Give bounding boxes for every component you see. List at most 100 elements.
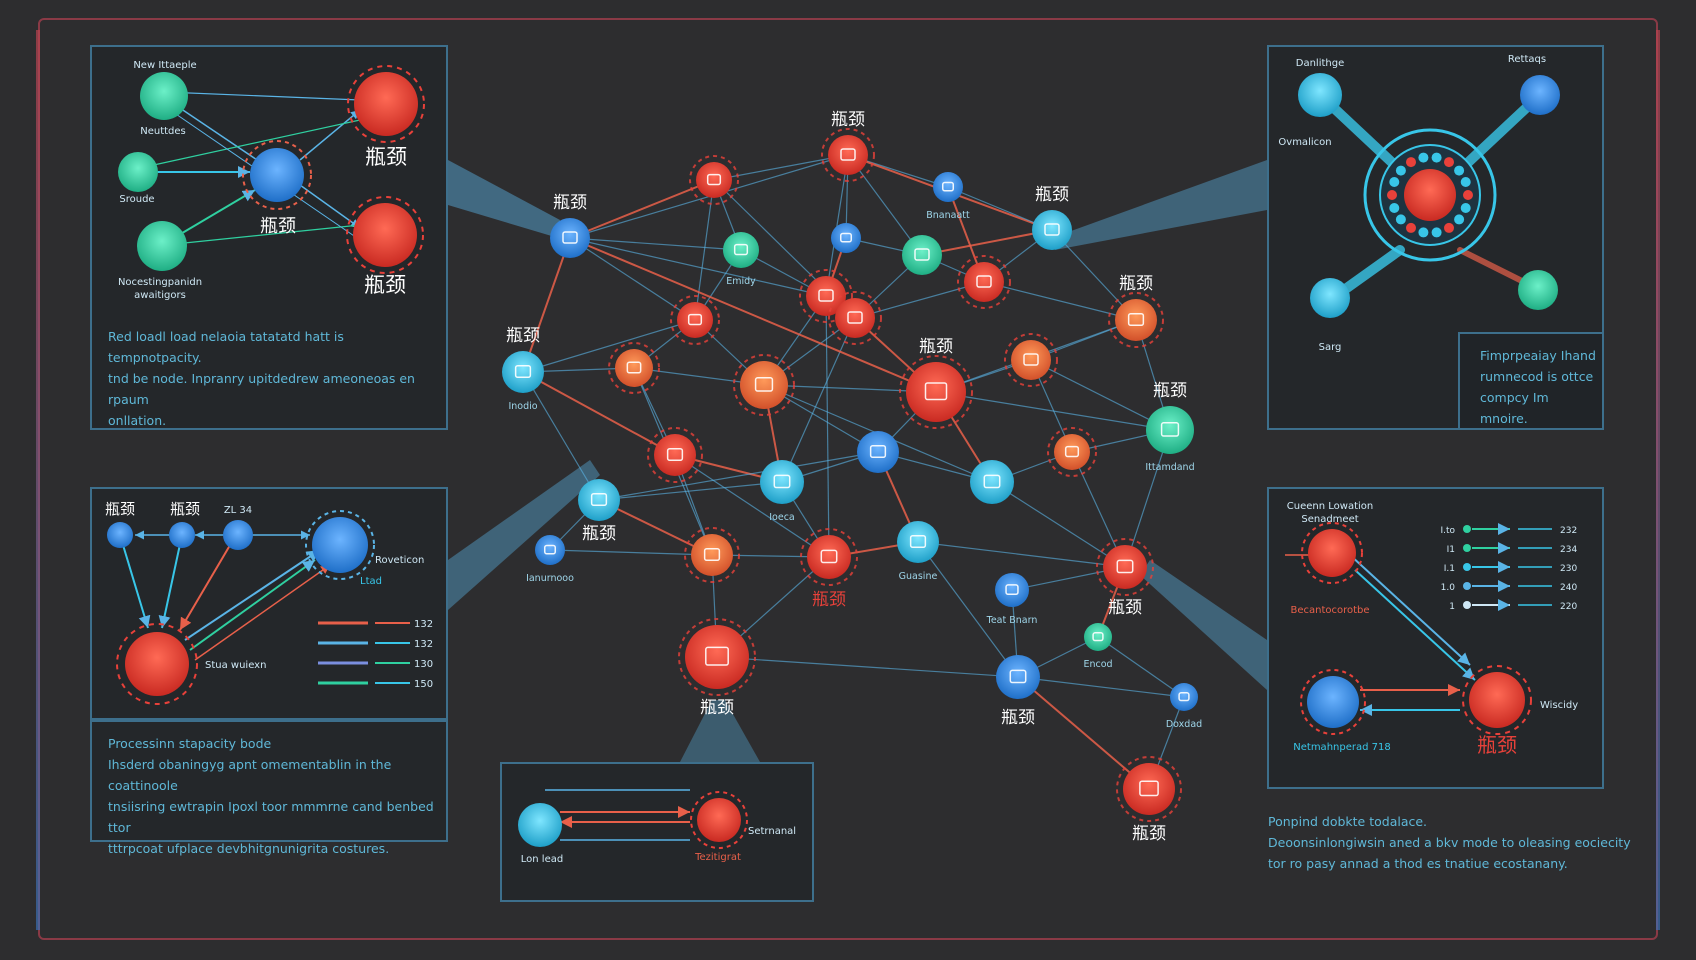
- node-label: Guasine: [899, 571, 938, 582]
- network-node-icon: [897, 521, 939, 563]
- caption-line: rumnecod is ottce: [1480, 369, 1594, 384]
- legend-dot: [1463, 601, 1471, 609]
- node-label: Setrnanal: [748, 826, 796, 837]
- network-node-icon: [996, 655, 1040, 699]
- node-halo: [608, 342, 660, 394]
- node-label: Ioeca: [769, 512, 795, 523]
- hub-dot: [1395, 214, 1406, 225]
- network-node-icon: [502, 351, 544, 393]
- network-edge: [716, 656, 1019, 681]
- bottleneck-label: 瓶颈: [831, 110, 865, 130]
- node-halo: [821, 128, 875, 182]
- legend-key: I1: [1447, 545, 1455, 555]
- network-edge: [1123, 429, 1171, 568]
- top-left-mini-graph: New Ittaeple Neuttdes Sroude Nocestingpa…: [118, 60, 425, 301]
- network-node-icon: [970, 460, 1014, 504]
- network-node-icon: [654, 434, 696, 476]
- caption-mid-left: Processinn stapacity bode Ihsderd obanin…: [108, 733, 443, 859]
- network-edge: [569, 237, 696, 321]
- node-glyph-icon: [840, 232, 852, 243]
- network-edge: [921, 229, 1053, 259]
- bottleneck-label: 瓶颈: [260, 216, 296, 237]
- node-label: Netmahnperad 718: [1293, 742, 1390, 753]
- node-label: Rettaqs: [1508, 54, 1546, 65]
- node-glyph-icon: [818, 289, 834, 302]
- network-node-icon: [615, 349, 653, 387]
- node-glyph-icon: [626, 361, 642, 374]
- network-node-icon: [835, 298, 875, 338]
- hub-dot: [1418, 227, 1429, 238]
- node-glyph-icon: [687, 313, 703, 326]
- network-node-icon: [535, 535, 565, 565]
- node-label: New Ittaeple: [133, 60, 196, 71]
- node-label: awaitigors: [134, 290, 186, 301]
- bottleneck-label: 瓶颈: [812, 590, 846, 610]
- network-node-icon: [740, 361, 788, 409]
- hub-dot: [1460, 177, 1471, 188]
- node-glyph-icon: [869, 444, 887, 459]
- hub-dot: [1454, 214, 1465, 225]
- node-glyph-icon: [773, 474, 791, 489]
- node-label: Ittamdand: [1145, 462, 1194, 473]
- node-glyph-icon: [840, 148, 856, 161]
- node-label: Tezitigrat: [694, 852, 741, 863]
- hub-dot: [1431, 152, 1442, 163]
- network-edge: [991, 481, 1126, 568]
- node-glyph-icon: [1044, 223, 1060, 236]
- node-label: Danlithge: [1296, 58, 1344, 69]
- node-halo: [684, 527, 740, 583]
- network-edge: [569, 237, 937, 393]
- spotlight-beam: [448, 460, 600, 610]
- network-edge: [522, 319, 696, 374]
- network-edge: [598, 479, 783, 501]
- node-halo: [647, 427, 703, 483]
- bottleneck-label: 瓶颈: [1035, 185, 1069, 205]
- legend-dot: [1463, 544, 1471, 552]
- mid-left-mini-graph: 瓶颈 瓶颈 ZL 34 Roveticon Ltad Stua wuiexn 1…: [105, 500, 433, 705]
- hub-dot: [1389, 177, 1400, 188]
- network-node-icon: [857, 431, 899, 473]
- node-label: Sroude: [119, 194, 154, 205]
- user-node-icon: [1310, 278, 1350, 318]
- network-node-icon: [933, 172, 963, 202]
- node-halo: [828, 291, 882, 345]
- node-halo: [800, 528, 858, 586]
- bottleneck-label: 瓶颈: [919, 337, 953, 357]
- node-glyph-icon: [942, 181, 954, 192]
- legend-value: 130: [414, 659, 433, 670]
- network-node-icon: [760, 460, 804, 504]
- network-node-icon: [550, 218, 590, 258]
- network-edge: [1030, 359, 1171, 431]
- caption-line: Deoonsinlongiwsin aned a bkv mode to ole…: [1268, 835, 1631, 850]
- node-glyph-icon: [1009, 669, 1027, 684]
- node-glyph-icon: [1160, 422, 1180, 437]
- node-glyph-icon: [820, 549, 838, 564]
- network-edge: [522, 371, 676, 456]
- node-halo: [733, 354, 795, 416]
- node-glyph-icon: [909, 534, 927, 549]
- node-glyph-icon: [562, 231, 578, 244]
- server-node-icon: [518, 803, 562, 847]
- bottleneck-label: 瓶颈: [582, 524, 616, 544]
- caption-top-left: Red loadl load nelaoia tatatatd hatt is …: [108, 326, 438, 431]
- user-node-icon: [223, 520, 253, 550]
- node-label: Becantocorotbe: [1290, 605, 1369, 616]
- bottleneck-label: 瓶颈: [700, 698, 734, 718]
- spotlight-beam: [1055, 160, 1267, 250]
- caption-title: Processinn stapacity bode: [108, 736, 272, 751]
- node-glyph-icon: [706, 173, 722, 186]
- node-glyph-icon: [1139, 780, 1159, 797]
- bottleneck-node-icon: [1308, 529, 1356, 577]
- user-node-icon: [1520, 75, 1560, 115]
- bottleneck-node-icon: [1469, 672, 1525, 728]
- legend-value: 240: [1560, 583, 1577, 593]
- hub-dot: [1406, 222, 1416, 233]
- bottleneck-node-icon: [353, 203, 417, 267]
- node-label: Neuttdes: [140, 126, 186, 137]
- node-label: Bnanaatt: [926, 210, 970, 221]
- node-glyph-icon: [976, 275, 992, 288]
- network-edge: [549, 549, 713, 559]
- node-glyph-icon: [983, 474, 1001, 489]
- bottleneck-label: 瓶颈: [105, 500, 135, 518]
- node-label: Doxdad: [1166, 719, 1202, 730]
